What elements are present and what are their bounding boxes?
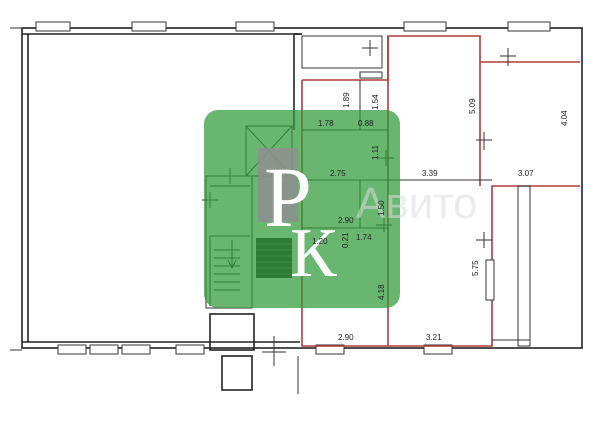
logo-shadow-block xyxy=(258,148,298,222)
vent xyxy=(359,71,383,79)
dimension-label: 1.78 xyxy=(318,119,334,128)
storage-room xyxy=(301,35,383,69)
dimension-label: 3.07 xyxy=(518,169,534,178)
dimension-label: 4.18 xyxy=(377,284,386,300)
window xyxy=(423,344,453,355)
logo-letters: РК xyxy=(0,0,2,1)
dimension-label: 5.09 xyxy=(468,98,477,114)
window xyxy=(57,344,87,355)
apartment-boundary-top xyxy=(302,35,580,81)
dimension-labels: 1.89 1.54 5.09 4.04 1.78 0.88 1.11 2.75 … xyxy=(312,92,569,342)
dimension-label: 4.04 xyxy=(560,110,569,126)
top-center-rooms xyxy=(301,35,383,79)
logo-background xyxy=(204,110,400,308)
dimension-label: 1.50 xyxy=(377,200,386,216)
logo-letter-k: К xyxy=(290,215,337,292)
dimension-label: 2.90 xyxy=(338,216,354,225)
dimension-label: 1.20 xyxy=(312,237,328,246)
logo-badge: Р К РК xyxy=(0,0,400,308)
dimension-label: 1.74 xyxy=(356,233,372,242)
bottom-windows xyxy=(57,344,453,355)
window xyxy=(507,21,551,32)
door-marker xyxy=(476,232,492,248)
door-marker xyxy=(476,132,492,150)
balcony-wall xyxy=(517,185,531,347)
dimension-label: 3.39 xyxy=(422,169,438,178)
window xyxy=(315,344,345,355)
logo-letter-r: Р xyxy=(264,149,312,245)
entrance-vestibule xyxy=(209,313,255,351)
door-marker xyxy=(362,40,378,56)
dimension-label: 0.21 xyxy=(341,232,350,248)
dimension-label: 2.75 xyxy=(330,169,346,178)
window xyxy=(403,21,447,32)
entrance xyxy=(209,313,299,394)
window xyxy=(235,21,275,32)
dimension-label: 1.11 xyxy=(371,144,380,160)
right-balcony xyxy=(485,185,531,347)
window xyxy=(175,344,205,355)
window xyxy=(89,344,119,355)
building-outline xyxy=(21,27,583,349)
entrance-porch xyxy=(221,355,253,391)
window xyxy=(35,21,71,32)
dimension-label: 1.54 xyxy=(371,94,380,110)
dimension-label: 2.90 xyxy=(338,333,354,342)
watermark-text: Авито xyxy=(356,179,477,228)
dimension-label: 1.89 xyxy=(342,92,351,108)
dimension-label: 0.88 xyxy=(358,119,374,128)
window xyxy=(121,344,151,355)
dimension-label: 5.75 xyxy=(471,260,480,276)
window xyxy=(131,21,167,32)
door-marker xyxy=(500,48,516,66)
top-windows xyxy=(35,21,551,32)
dimension-label: 3.21 xyxy=(426,333,442,342)
window xyxy=(485,259,495,301)
